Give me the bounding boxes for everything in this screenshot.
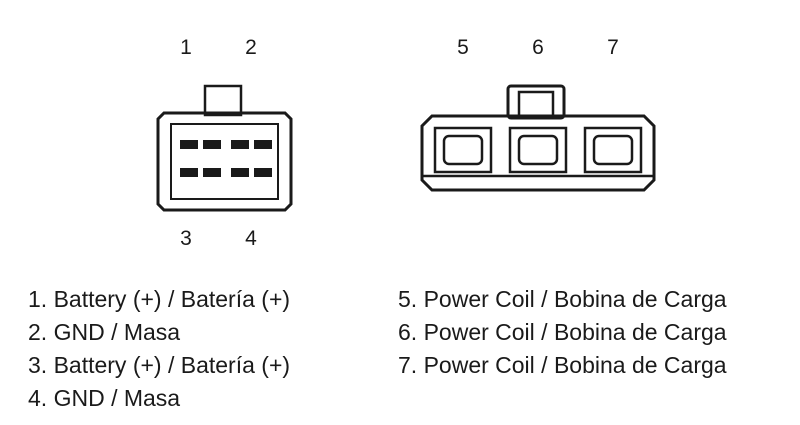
legend-right-connector: 5. Power Coil / Bobina de Carga 6. Power… <box>398 283 727 382</box>
socket-6 <box>508 126 568 174</box>
connector-4pin <box>156 84 293 212</box>
connector-4pin-body <box>156 111 293 212</box>
pin-number-5: 5 <box>457 36 469 59</box>
pin-number-2: 2 <box>245 36 257 59</box>
connector-4pin-inner <box>170 123 279 200</box>
legend-item-7: 7. Power Coil / Bobina de Carga <box>398 352 727 378</box>
pin-number-6: 6 <box>532 36 544 59</box>
legend-item-1: 1. Battery (+) / Batería (+) <box>28 286 291 312</box>
socket-5 <box>433 126 493 174</box>
terminal-blade-2 <box>254 140 272 149</box>
terminal-blade-1 <box>203 140 221 149</box>
terminal-blade-1 <box>180 140 198 149</box>
terminal-blade-4 <box>231 168 249 177</box>
pin-number-3: 3 <box>180 227 192 250</box>
legend-item-2: 2. GND / Masa <box>28 319 181 345</box>
pin-number-7: 7 <box>607 36 619 59</box>
connector-4pin-tab <box>203 84 243 117</box>
legend-item-4: 4. GND / Masa <box>28 385 181 411</box>
pin-number-4: 4 <box>245 227 257 250</box>
legend-item-3: 3. Battery (+) / Batería (+) <box>28 352 291 378</box>
connector-3pin-latch-inner <box>517 90 555 120</box>
terminal-blade-4 <box>254 168 272 177</box>
socket-7 <box>583 126 643 174</box>
connector-3pin-body <box>420 114 656 192</box>
connector-3pin <box>420 84 656 192</box>
pin-number-1: 1 <box>180 36 192 59</box>
legend-left-connector: 1. Battery (+) / Batería (+) 2. GND / Ma… <box>28 283 290 415</box>
terminal-blades <box>180 140 272 177</box>
legend-item-6: 6. Power Coil / Bobina de Carga <box>398 319 727 345</box>
terminal-blade-2 <box>231 140 249 149</box>
terminal-blade-3 <box>180 168 198 177</box>
terminal-blade-3 <box>203 168 221 177</box>
legend-item-5: 5. Power Coil / Bobina de Carga <box>398 286 727 312</box>
